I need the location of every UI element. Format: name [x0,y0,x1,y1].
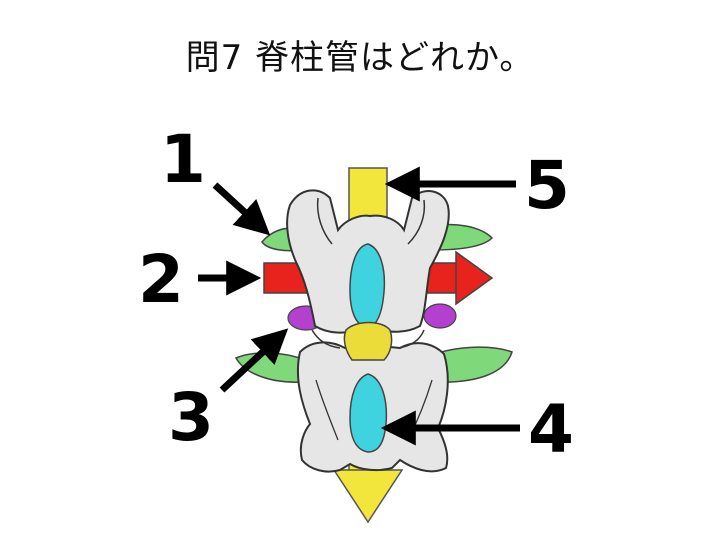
label-2: 2 [138,241,184,318]
question-title: 問7 脊柱管はどれか。 [185,38,535,78]
label-1: 1 [160,121,206,198]
pointer-1 [212,182,271,236]
pointer-arrows [198,166,520,446]
mid-joint-right [397,329,425,349]
label-3: 3 [168,379,214,456]
disc-right [423,303,457,329]
label-5: 5 [524,147,570,224]
upper-facet-left [316,197,333,245]
cyan-canal-lower [349,373,388,453]
canal-structures [343,243,393,453]
yellow-segment-mid [343,321,393,361]
mid-joint-left [311,329,341,349]
cyan-canal-upper [349,243,386,329]
lower-lamina-left [315,379,339,441]
upper-facet-right [407,199,426,245]
red-arrow-head [455,250,494,306]
yellow-arrow-head [332,469,404,524]
label-4: 4 [528,391,574,468]
pointer-3 [219,328,289,393]
